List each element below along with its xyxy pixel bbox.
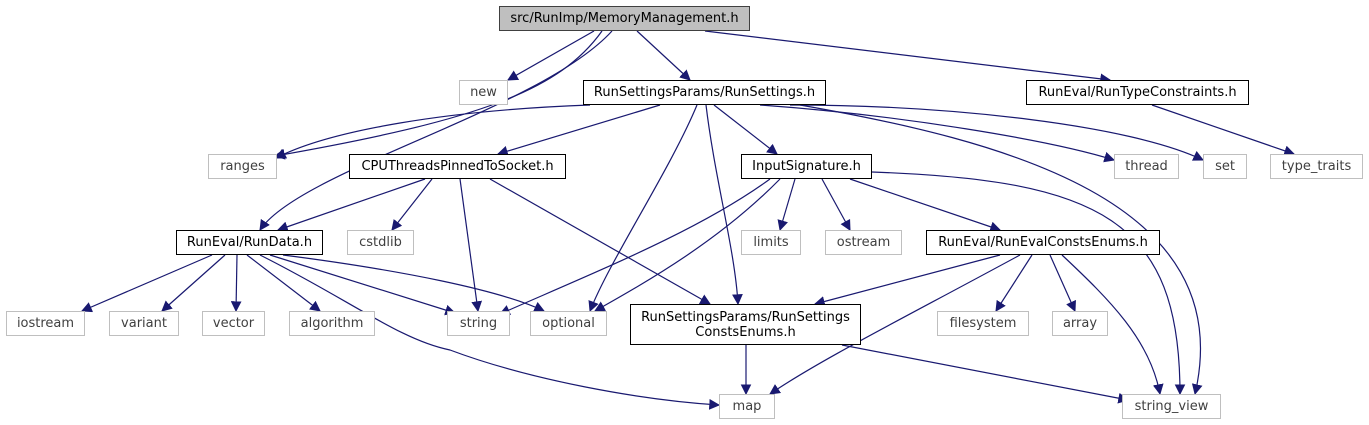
edge-memory-management-to-new (507, 30, 595, 81)
edge-memory-management-to-run-data (259, 30, 613, 231)
node-memory-management[interactable]: src/RunImp/MemoryManagement.h (499, 6, 750, 31)
edge-run-data-to-vector (230, 254, 242, 313)
node-run-data[interactable]: RunEval/RunData.h (176, 230, 323, 255)
node-label: RunEval/RunData.h (186, 235, 313, 250)
node-label: thread (1125, 159, 1168, 174)
node-vector[interactable]: vector (202, 311, 265, 336)
node-label: map (732, 399, 762, 414)
node-type-traits[interactable]: type_traits (1270, 154, 1363, 179)
edge-input-signature-to-optional (594, 178, 781, 312)
node-run-settings[interactable]: RunSettingsParams/RunSettings.h (583, 80, 826, 105)
node-run-eval-consts-enums[interactable]: RunEval/RunEvalConstsEnums.h (926, 230, 1160, 255)
edge-cpu-threads-to-cstdlib (391, 178, 433, 231)
node-label: new (470, 85, 497, 100)
node-ostream[interactable]: ostream (825, 230, 902, 255)
node-label: filesystem (949, 316, 1017, 331)
edge-run-data-to-map (259, 254, 721, 410)
edge-run-settings-to-optional (588, 104, 698, 313)
edge-memory-management-to-run-settings (636, 30, 691, 81)
node-label: RunEval/RunEvalConstsEnums.h (938, 235, 1148, 250)
edge-run-eval-consts-enums-to-run-settings-consts-enums (813, 254, 1001, 307)
node-label: variant (121, 316, 167, 331)
node-label: array (1062, 316, 1098, 331)
node-optional[interactable]: optional (530, 311, 607, 336)
node-label-line-1: RunSettingsParams/RunSettings (641, 309, 850, 325)
node-label: optional (542, 316, 595, 331)
edge-input-signature-to-string (499, 178, 771, 316)
edge-run-settings-to-run-settings-consts-enums (705, 104, 743, 306)
node-label: InputSignature.h (752, 159, 861, 174)
node-label: src/RunImp/MemoryManagement.h (510, 11, 739, 26)
node-label: cstdlib (359, 235, 402, 250)
node-label: string_view (1134, 399, 1209, 414)
edge-run-eval-consts-enums-to-string-view (1061, 254, 1164, 396)
edge-run-settings-to-thread (759, 104, 1116, 163)
node-set[interactable]: set (1203, 154, 1247, 179)
node-input-signature[interactable]: InputSignature.h (741, 154, 872, 179)
edge-input-signature-to-limits (777, 178, 796, 232)
node-label: iostream (16, 316, 75, 331)
edge-memory-management-to-run-type-constraints (704, 30, 1112, 85)
edge-input-signature-to-run-eval-consts-enums (849, 178, 1002, 232)
node-label: ostream (836, 235, 891, 250)
node-label: RunEval/RunTypeConstraints.h (1038, 85, 1237, 100)
node-ranges[interactable]: ranges (208, 154, 277, 179)
node-thread[interactable]: thread (1114, 154, 1179, 179)
edge-run-data-to-iostream (81, 254, 213, 313)
node-label: CPUThreadsPinnedToSocket.h (361, 159, 554, 174)
edge-run-data-to-optional (282, 254, 545, 312)
node-string-view[interactable]: string_view (1122, 394, 1221, 419)
node-cstdlib[interactable]: cstdlib (347, 230, 414, 255)
node-string[interactable]: string (447, 311, 510, 336)
node-label: set (1215, 159, 1235, 174)
edge-cpu-threads-to-run-settings-consts-enums (489, 178, 711, 305)
edge-input-signature-to-ostream (821, 178, 851, 231)
edge-cpu-threads-to-string (459, 178, 483, 313)
node-label: ranges (220, 159, 265, 174)
edge-run-data-to-algorithm (246, 254, 321, 312)
edge-run-eval-consts-enums-to-array (1049, 254, 1076, 312)
edge-run-eval-consts-enums-to-map (769, 254, 1021, 395)
node-filesystem[interactable]: filesystem (937, 311, 1029, 336)
node-run-type-constraints[interactable]: RunEval/RunTypeConstraints.h (1026, 80, 1249, 105)
edge-run-settings-to-string-view (799, 104, 1203, 396)
edge-run-settings-to-ranges (275, 104, 591, 159)
edge-run-settings-to-input-signature (713, 104, 778, 155)
node-label: RunSettingsParams/RunSettings.h (593, 85, 816, 100)
edge-run-type-constraints-to-type-traits (1151, 104, 1296, 156)
node-limits[interactable]: limits (741, 230, 801, 255)
edge-run-eval-consts-enums-to-filesystem (995, 254, 1033, 312)
node-array[interactable]: array (1052, 311, 1108, 336)
node-new[interactable]: new (459, 80, 508, 105)
edge-run-settings-consts-enums-to-string-view (841, 344, 1130, 404)
node-label: limits (753, 235, 789, 250)
edge-run-data-to-variant (161, 254, 226, 312)
node-label: type_traits (1281, 159, 1352, 174)
edge-run-data-to-string (269, 254, 457, 316)
node-map[interactable]: map (719, 394, 775, 419)
edge-run-settings-to-cpu-threads (496, 104, 661, 157)
node-label-line-2: ConstsEnums.h (695, 324, 796, 340)
node-run-settings-consts-enums[interactable]: RunSettingsParams/RunSettings ConstsEnum… (630, 304, 861, 345)
node-label: string (459, 316, 498, 331)
node-label: vector (212, 316, 255, 331)
node-cpu-threads-pinned-to-socket[interactable]: CPUThreadsPinnedToSocket.h (349, 154, 566, 179)
node-label: algorithm (300, 316, 364, 331)
node-algorithm[interactable]: algorithm (289, 311, 375, 336)
edge-input-signature-to-string-view (871, 171, 1186, 396)
node-iostream[interactable]: iostream (6, 311, 85, 336)
edge-cpu-threads-to-run-data (276, 178, 426, 232)
node-variant[interactable]: variant (109, 311, 179, 336)
edge-run-settings-to-set (789, 104, 1204, 161)
